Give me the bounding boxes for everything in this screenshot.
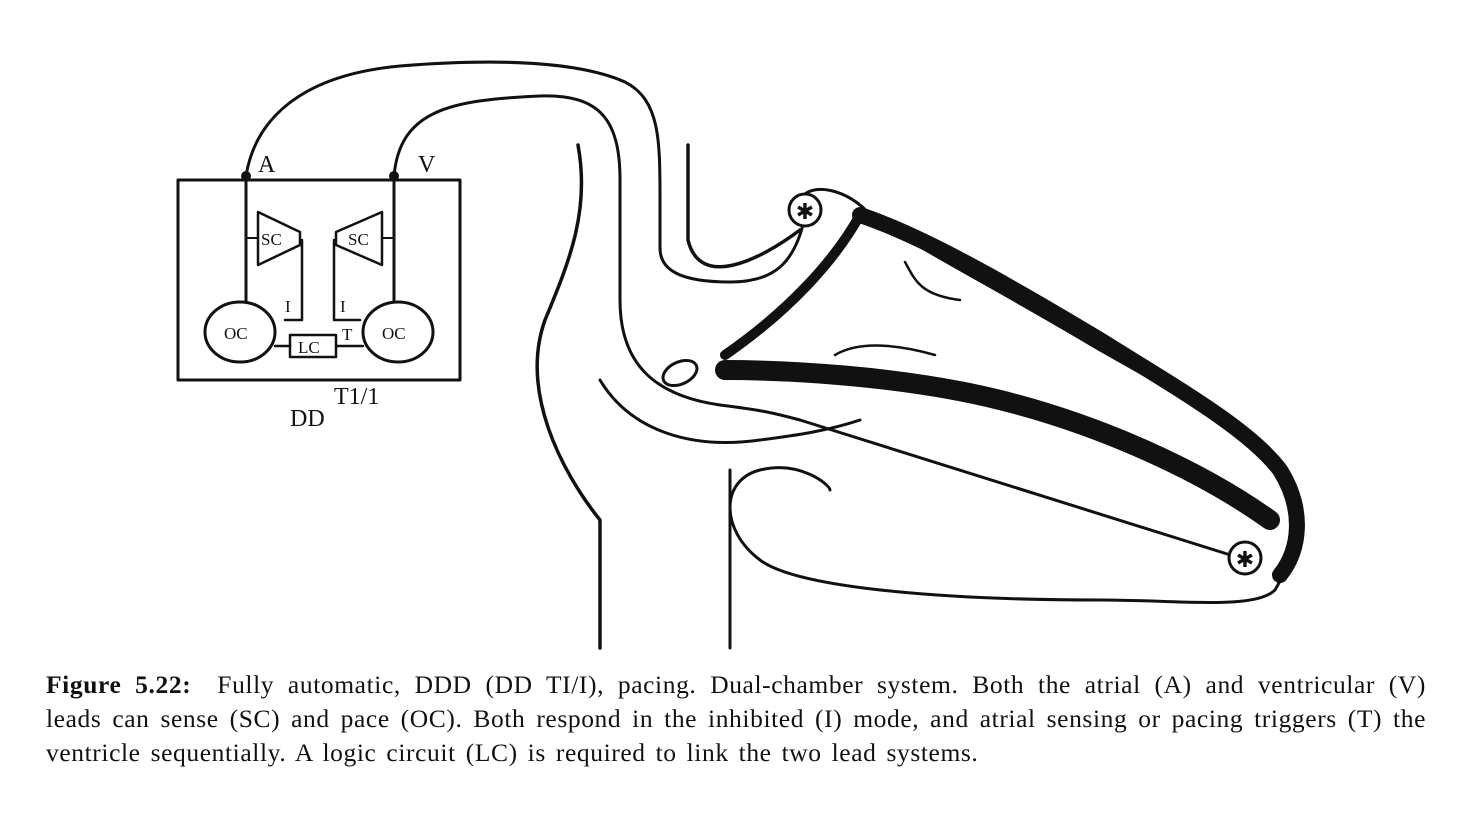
inhibit-line-left bbox=[283, 238, 304, 322]
ventricular-label: V bbox=[418, 152, 436, 178]
caption-label: Figure 5.22: bbox=[46, 670, 192, 699]
caption-text: Fully automatic, DDD (DD TI/I), pacing. … bbox=[46, 670, 1426, 767]
inner-detail-2 bbox=[833, 344, 937, 357]
atrial-septum bbox=[598, 378, 862, 444]
pacemaker-box bbox=[176, 178, 462, 382]
mode-code: DD bbox=[290, 406, 325, 432]
trigger-label: T bbox=[342, 325, 353, 344]
atrial-terminal bbox=[241, 171, 251, 181]
vena-cava-left-wall bbox=[535, 143, 602, 650]
inner-detail-1 bbox=[903, 260, 962, 302]
figure-caption: Figure 5.22:Fully automatic, DDD (DD TI/… bbox=[46, 668, 1426, 770]
sense-circuit-right-shape bbox=[334, 210, 384, 267]
sense-circuit-right-label: SC bbox=[348, 230, 369, 249]
output-circuit-left-shape bbox=[203, 300, 277, 364]
svg-text:✱: ✱ bbox=[796, 200, 814, 225]
septum-band bbox=[715, 360, 1280, 530]
inhibit-right-label: I bbox=[340, 297, 346, 316]
pacing-diagram: ✱ ✱ A V SC SC OC OC LC I I T DD T1/1 bbox=[176, 60, 1305, 650]
ventricular-electrode: ✱ bbox=[1227, 540, 1263, 576]
output-circuit-left-label: OC bbox=[224, 324, 248, 343]
output-circuit-right-label: OC bbox=[382, 324, 406, 343]
logic-circuit-label: LC bbox=[298, 338, 320, 357]
atrial-lead bbox=[244, 60, 805, 284]
ventricle-wall bbox=[852, 207, 1305, 583]
ventricular-lead bbox=[392, 94, 1242, 560]
svg-text:✱: ✱ bbox=[1236, 548, 1254, 573]
sense-circuit-left-label: SC bbox=[261, 230, 282, 249]
foramen-oval bbox=[661, 358, 699, 388]
atrial-label: A bbox=[258, 152, 276, 178]
output-circuit-right-shape bbox=[361, 300, 435, 364]
atrial-electrode: ✱ bbox=[787, 192, 823, 228]
inhibit-line-right bbox=[332, 238, 362, 322]
sense-circuit-left-shape bbox=[256, 210, 302, 267]
vena-cava-right-wall bbox=[686, 143, 802, 269]
inhibit-left-label: I bbox=[285, 297, 291, 316]
ventricular-terminal bbox=[389, 171, 399, 181]
atrium-outline bbox=[728, 187, 1297, 604]
mode-superscript: T1/1 bbox=[334, 384, 379, 410]
septum-upper bbox=[720, 210, 865, 360]
